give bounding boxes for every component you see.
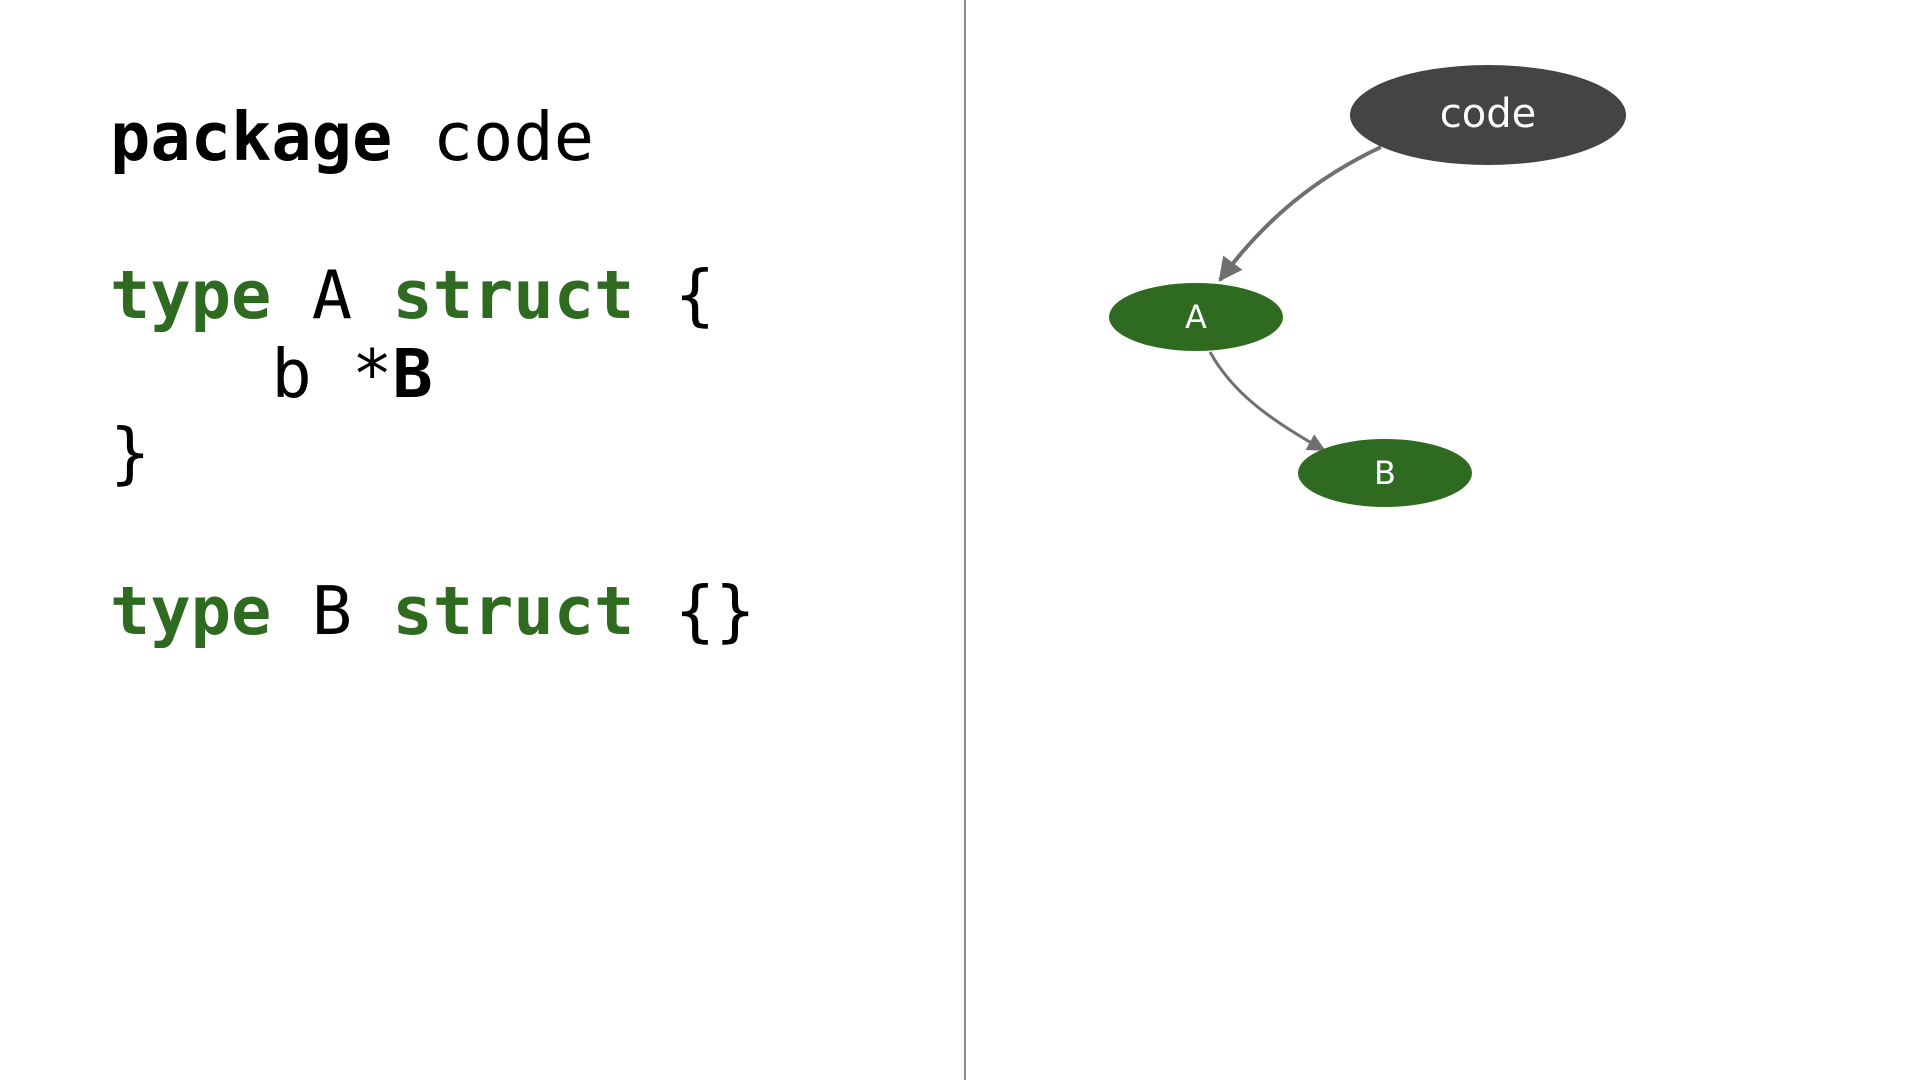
edge-code-to-a (1218, 145, 1382, 282)
open-brace: { (634, 256, 716, 334)
code-pane: package code type A struct { b *B} type … (110, 98, 755, 651)
package-name: code (392, 98, 595, 176)
field-type-b: B (392, 335, 433, 413)
edge-a-to-b (1208, 351, 1326, 452)
keyword-struct: struct (392, 572, 635, 650)
dependency-graph: code A B (1109, 65, 1626, 507)
keyword-type: type (110, 256, 272, 334)
node-code[interactable]: code (1350, 65, 1626, 165)
nodes-layer: code A B (1109, 65, 1626, 507)
code-block: package code type A struct { b *B} type … (110, 98, 755, 651)
edges-layer (1208, 145, 1382, 452)
code-line-package: package code (110, 98, 755, 177)
node-b[interactable]: B (1298, 439, 1472, 507)
node-code-label: code (1440, 91, 1536, 137)
keyword-type: type (110, 572, 272, 650)
type-name-a: A (271, 256, 393, 334)
type-name-b: B (271, 572, 393, 650)
close-brace: } (110, 414, 151, 492)
code-line-blank (110, 177, 755, 256)
code-line-field-b: b *B (110, 335, 755, 414)
pane-divider (964, 0, 966, 1080)
keyword-package: package (110, 98, 393, 176)
code-line-close-brace: } (110, 414, 755, 493)
keyword-struct: struct (392, 256, 635, 334)
node-a[interactable]: A (1109, 283, 1283, 351)
code-line-type-a: type A struct { (110, 256, 755, 335)
field-b: b * (110, 335, 393, 413)
node-a-label: A (1185, 298, 1207, 336)
graph-pane: code A B (966, 0, 1920, 1080)
empty-braces: {} (634, 572, 756, 650)
node-b-label: B (1374, 454, 1396, 492)
code-line-blank (110, 493, 755, 572)
code-line-type-b: type B struct {} (110, 572, 755, 651)
